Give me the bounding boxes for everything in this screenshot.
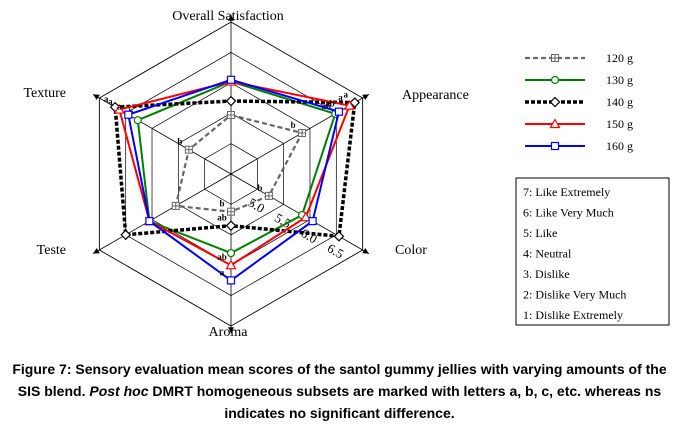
radar-series: bbbbababaabaaabaabaa — [104, 75, 361, 285]
scale-item: 1: Dislike Extremely — [523, 308, 623, 322]
legend-label: 120 g — [606, 51, 633, 65]
legend-label: 130 g — [606, 73, 633, 87]
data-point — [334, 107, 344, 116]
axis-line — [92, 173, 232, 254]
significance-letter: a — [220, 267, 225, 277]
data-point — [550, 75, 560, 85]
significance-letter: ab — [217, 252, 227, 262]
axis-label: Teste — [37, 243, 66, 258]
legend-label: 140 g — [606, 95, 633, 109]
data-point — [227, 207, 235, 216]
axis-arrow — [228, 327, 234, 334]
data-point — [225, 220, 237, 232]
significance-letter: b — [291, 120, 296, 130]
hedonic-scale-box: 7: Like Extremely 6: Like Very Much 5: Lik… — [515, 177, 670, 326]
axis-arrow — [93, 248, 100, 254]
significance-letter: ab — [321, 101, 331, 111]
legend-label: 160 g — [606, 139, 633, 153]
data-point — [343, 99, 355, 110]
data-point — [113, 103, 125, 114]
series-line — [174, 113, 304, 213]
ring-label: 5.5 — [272, 210, 294, 231]
data-point — [226, 276, 236, 285]
data-point — [551, 54, 559, 62]
data-point — [300, 211, 312, 222]
series-line — [113, 99, 357, 239]
radar-chart: 5.05.56.06.5 bbbbababaabaaabaabaa Overal… — [23, 9, 670, 340]
legend-label: 150 g — [606, 117, 633, 131]
data-point — [549, 96, 561, 108]
scale-item: 6: Like Very Much — [523, 206, 614, 220]
significance-letter: ab — [325, 99, 335, 109]
data-point — [308, 217, 317, 226]
axis-label: Texture — [23, 86, 66, 101]
caption-part2: DMRT homogeneous subsets are marked with… — [152, 383, 662, 421]
axis-label: Color — [395, 243, 427, 258]
ring-labels: 5.05.56.06.5 — [246, 195, 347, 262]
ring-label: 6.0 — [298, 225, 320, 246]
figure-caption: Figure 7: Sensory evaluation mean scores… — [0, 358, 679, 424]
significance-letter: b — [257, 183, 262, 193]
data-point — [171, 201, 180, 210]
data-point — [225, 95, 237, 107]
data-point — [184, 145, 193, 154]
data-point — [145, 217, 154, 226]
axis-labels: Overall SatisfactionAppearanceColorAroma… — [23, 9, 468, 340]
scale-item: 2: Dislike Very Much — [523, 288, 626, 302]
ring-label: 6.5 — [325, 240, 347, 261]
axis-arrow — [362, 94, 369, 100]
axis-arrow — [228, 14, 234, 21]
radar-axes — [92, 14, 370, 334]
caption-part1: Figure 7: Sensory evaluation mean scores… — [12, 361, 667, 399]
series-legend: 120 g 130 g 140 g 150 g 160 g — [525, 51, 633, 153]
scale-item: 5: Like — [523, 226, 557, 240]
data-point — [227, 111, 235, 120]
data-point — [133, 116, 142, 125]
axis-arrow — [362, 248, 369, 254]
data-point — [124, 110, 133, 119]
significance-letter: a — [104, 94, 109, 104]
significance-letter: a — [338, 93, 343, 103]
significance-letter: a — [117, 102, 122, 112]
data-point — [333, 230, 345, 242]
data-point — [550, 141, 560, 151]
significance-letter: b — [177, 137, 182, 147]
data-point — [298, 128, 307, 137]
axis-arrow — [93, 94, 100, 100]
scale-item: 7: Like Extremely — [523, 185, 610, 199]
ring-label: 5.0 — [246, 195, 268, 216]
data-point — [226, 75, 236, 84]
axis-label: Overall Satisfaction — [172, 9, 284, 24]
scale-item: 3. Dislike — [523, 267, 570, 281]
axis-label: Aroma — [209, 325, 249, 340]
significance-letter: ab — [217, 213, 227, 223]
axis-label: Appearance — [402, 88, 469, 103]
caption-italic: Post hoc — [89, 383, 149, 399]
data-point — [264, 191, 273, 200]
data-point — [349, 97, 361, 108]
data-point — [120, 229, 132, 241]
significance-letter: a — [108, 97, 113, 107]
data-point — [549, 118, 561, 129]
data-point — [226, 248, 236, 258]
significance-letter: b — [219, 199, 224, 209]
scale-item: 4: Neutral — [523, 247, 572, 261]
significance-letter: a — [343, 90, 348, 100]
data-point — [225, 259, 237, 270]
